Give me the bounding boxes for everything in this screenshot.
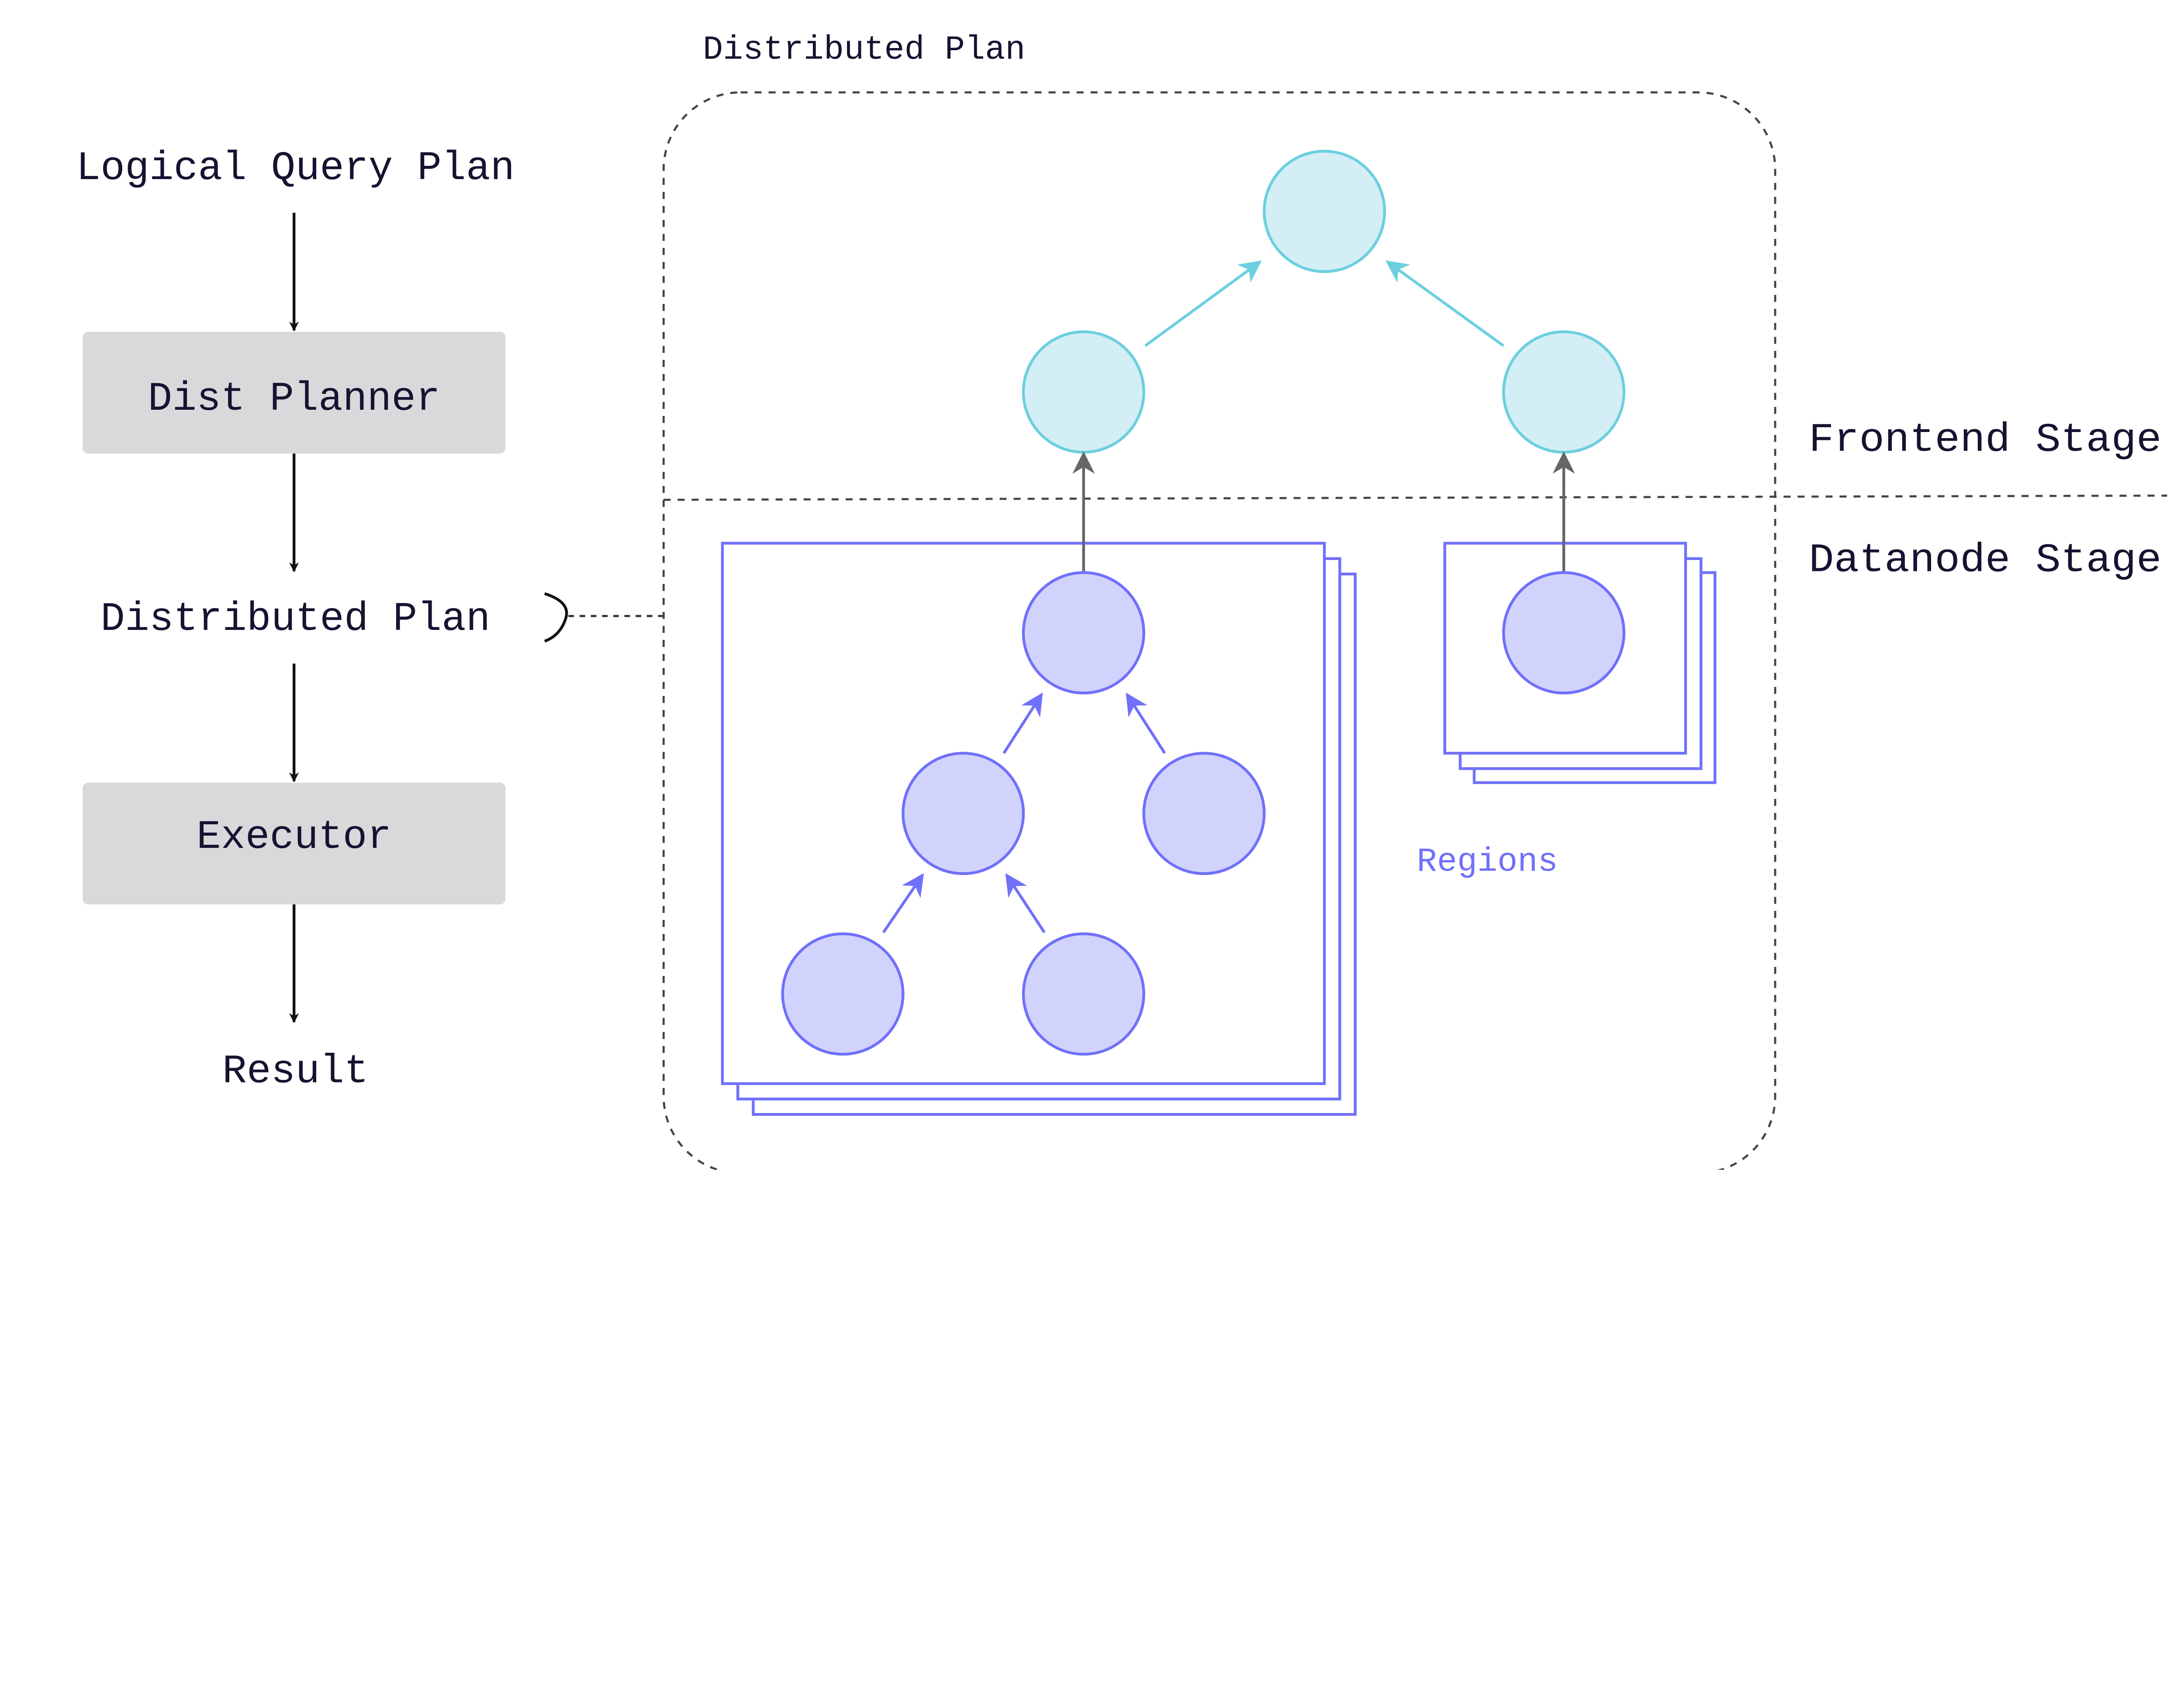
datanode-edge (882, 873, 924, 934)
datanode-node (781, 932, 905, 1056)
frontend-node-root (1263, 149, 1386, 273)
distributed-plan-label: Distributed Plan (100, 596, 490, 642)
brace-connector (544, 592, 568, 643)
dist-planner-box (83, 332, 506, 454)
regions-label: Regions (1417, 843, 1558, 881)
datanode-node (1142, 752, 1266, 875)
stage-separator (663, 494, 2167, 501)
result-label: Result (222, 1048, 369, 1094)
frontend-node-left (1022, 330, 1145, 454)
datanode-edge (1005, 873, 1046, 934)
dist-planner-label: Dist Planner (148, 376, 440, 422)
datanode-node (1502, 571, 1626, 695)
frontend-stage-label: Frontend Stage (1809, 417, 2162, 463)
datanode-node (902, 752, 1025, 875)
frontend-edge (1144, 260, 1262, 347)
logical-query-plan-label: Logical Query Plan (76, 145, 515, 191)
panel-title: Distributed Plan (703, 31, 1025, 69)
datanode-edge (1126, 692, 1166, 754)
executor-box (83, 782, 506, 905)
distributed-plan-panel (662, 91, 1776, 1170)
datanode-node (1022, 571, 1145, 695)
datanode-stage-label: Datanode Stage (1809, 538, 2162, 584)
executor-label: Executor (197, 814, 391, 860)
datanode-node (1022, 932, 1145, 1056)
frontend-edge (1386, 260, 1505, 347)
datanode-edge (1002, 692, 1043, 754)
frontend-node-right (1502, 330, 1626, 454)
distributed-plan-diagram: Logical Query Plan Dist Planner Distribu… (76, 31, 2167, 1170)
